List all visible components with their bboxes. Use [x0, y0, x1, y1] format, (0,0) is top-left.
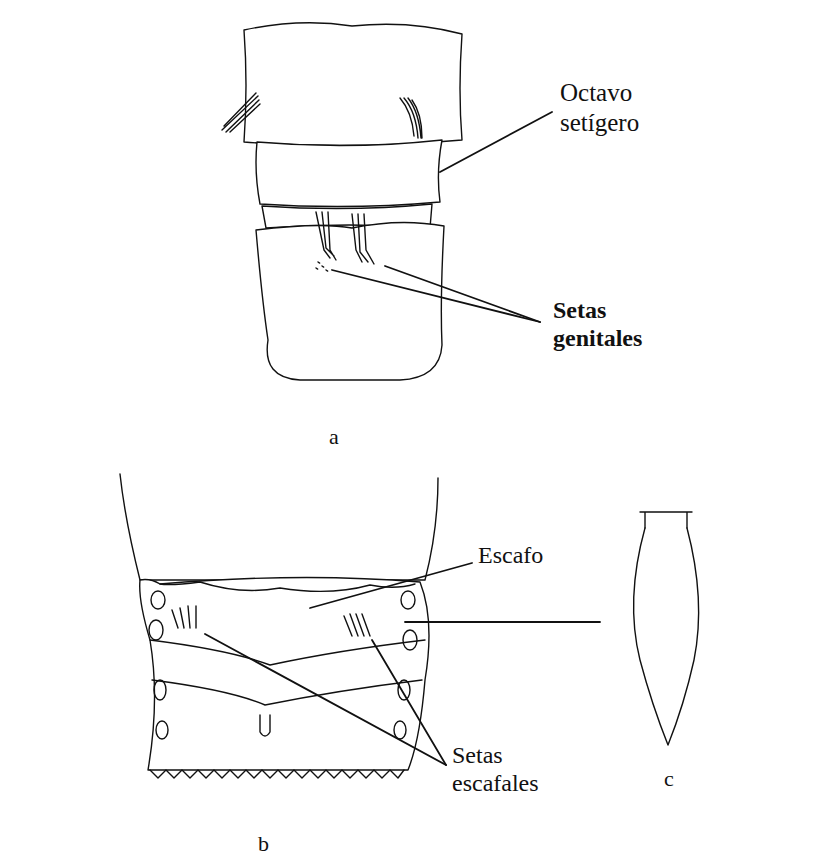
part-label: Setas escafales [452, 741, 577, 798]
segment-drawing [222, 23, 462, 380]
figure-letter: a [329, 424, 359, 450]
part-label: Escafo [478, 541, 588, 569]
figure-letter: b [258, 831, 288, 857]
scaphe-drawing [120, 474, 438, 778]
part-label: Setas genitales [553, 296, 678, 353]
figure-letter: c [664, 766, 694, 792]
leader-line [205, 112, 600, 765]
part-label: Octavo setígero [560, 78, 680, 137]
seta-drawing [634, 512, 699, 745]
